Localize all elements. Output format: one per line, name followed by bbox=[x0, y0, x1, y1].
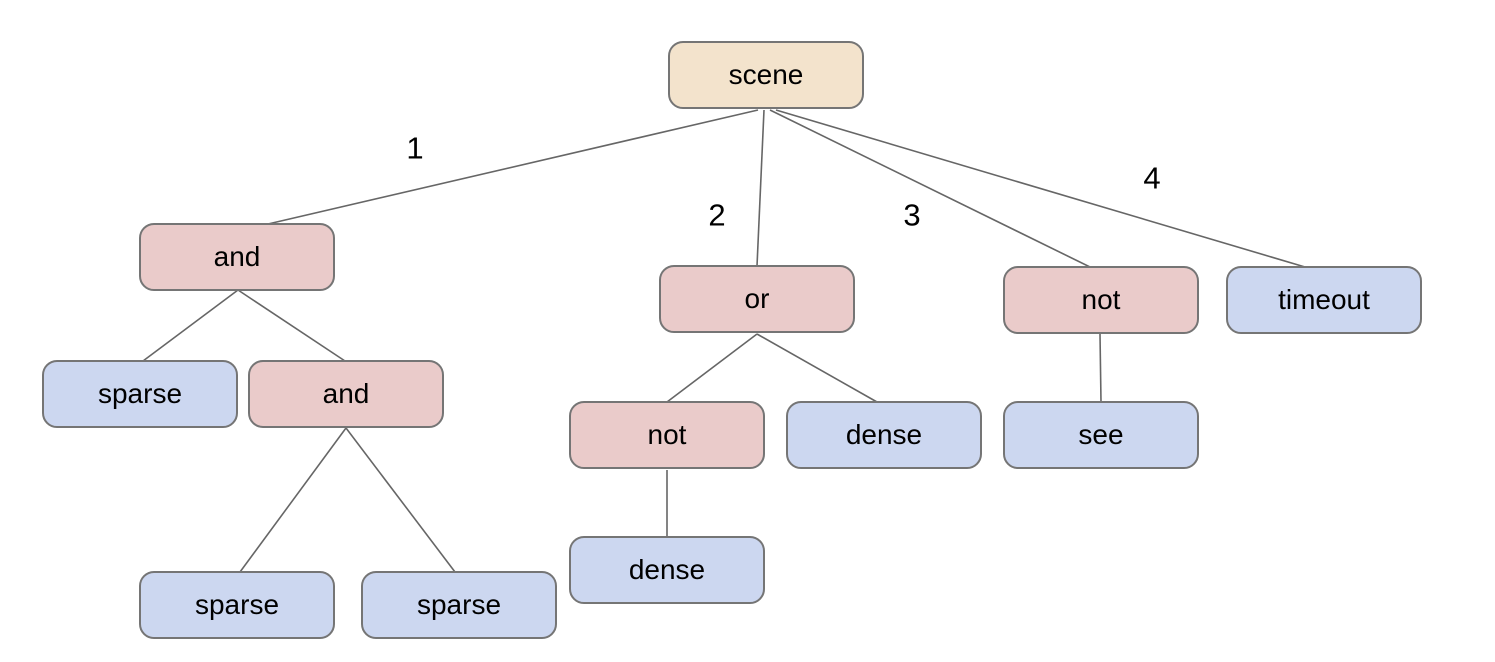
edge-label-4: 4 bbox=[1143, 160, 1161, 196]
edge-and2-sparse-r bbox=[345, 427, 456, 573]
node-scene: scene bbox=[668, 41, 864, 109]
edge-label-2: 2 bbox=[708, 197, 726, 233]
node-and-2: and bbox=[248, 360, 444, 428]
node-sparse-bottom-right: sparse bbox=[361, 571, 557, 639]
node-sparse-left: sparse bbox=[42, 360, 238, 428]
edge-not-see bbox=[1099, 333, 1102, 403]
node-timeout: timeout bbox=[1226, 266, 1422, 334]
node-and-1: and bbox=[139, 223, 335, 291]
edge-scene-and bbox=[267, 109, 759, 225]
edge-and-sparse bbox=[142, 289, 239, 362]
edge-or-not bbox=[666, 333, 758, 403]
edge-and2-sparse-l bbox=[239, 427, 347, 573]
node-dense-upper: dense bbox=[786, 401, 982, 469]
edge-label-1: 1 bbox=[406, 130, 424, 166]
edge-scene-timeout bbox=[775, 109, 1306, 268]
node-dense-lower: dense bbox=[569, 536, 765, 604]
node-sparse-bottom-left: sparse bbox=[139, 571, 335, 639]
node-not-middle: not bbox=[569, 401, 765, 469]
node-see: see bbox=[1003, 401, 1199, 469]
node-not-right: not bbox=[1003, 266, 1199, 334]
edge-and-and bbox=[237, 289, 346, 362]
edge-scene-or bbox=[756, 109, 765, 267]
edge-scene-not bbox=[769, 109, 1091, 268]
edge-or-dense bbox=[756, 333, 878, 403]
edge-label-3: 3 bbox=[903, 197, 921, 233]
node-or: or bbox=[659, 265, 855, 333]
